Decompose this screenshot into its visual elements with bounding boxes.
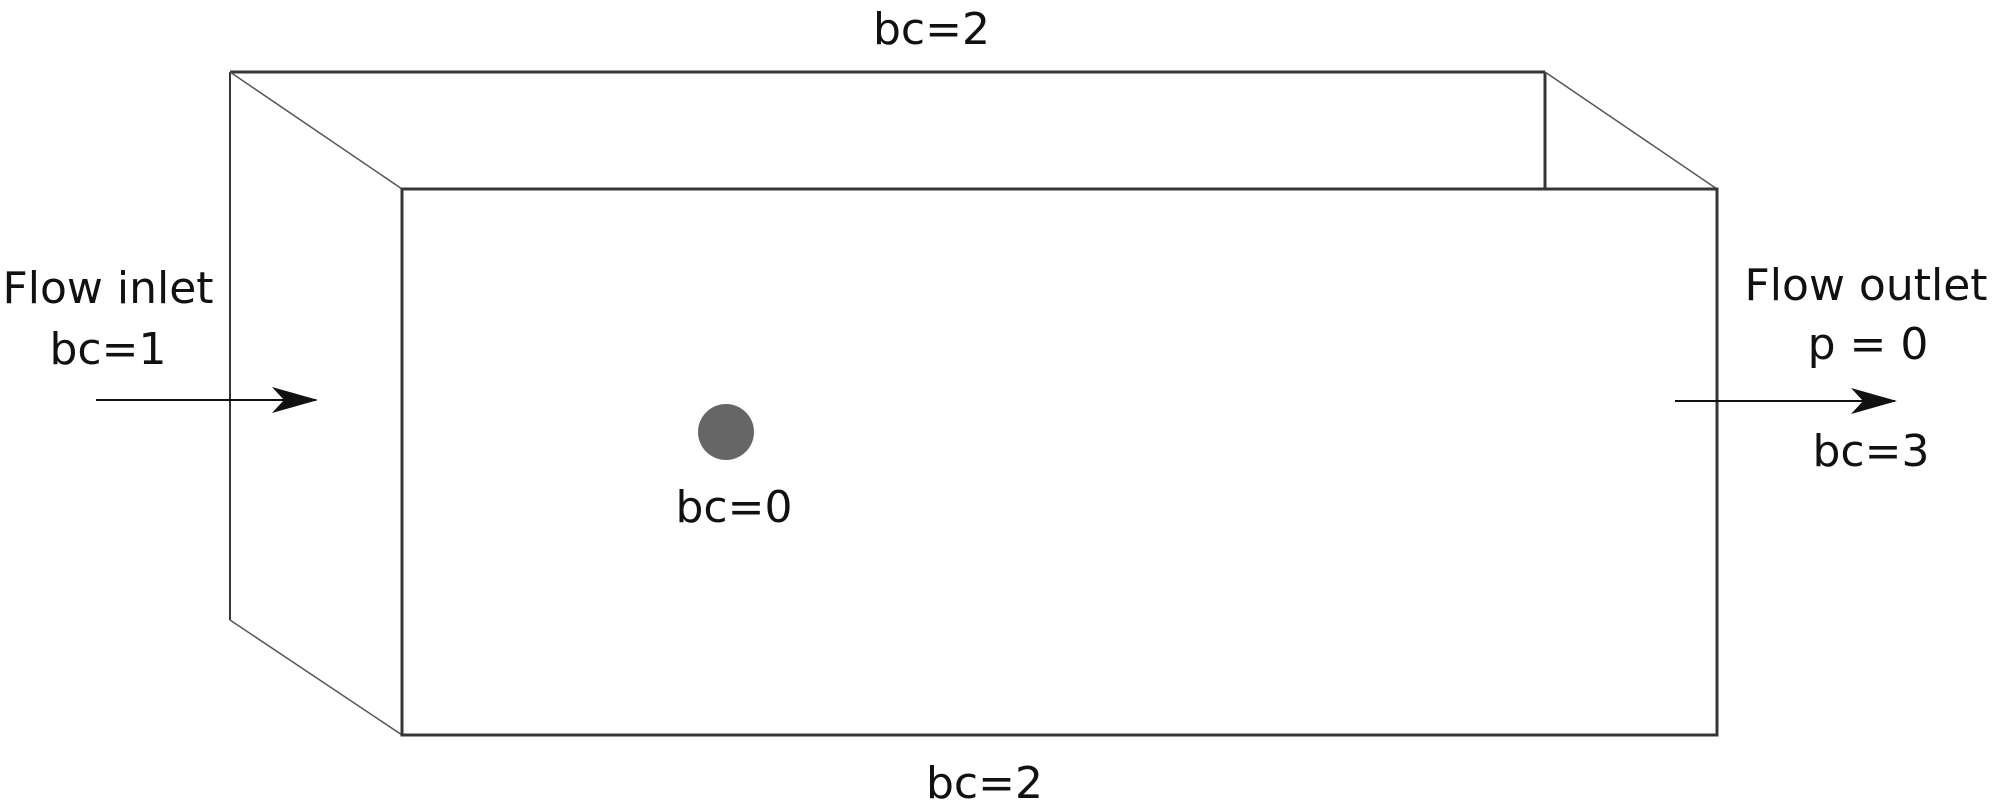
obstacle-circle xyxy=(698,404,754,460)
inlet-bc-label: bc=1 xyxy=(49,324,167,375)
top-wall-label: bc=2 xyxy=(873,4,990,55)
depth-edge-bottom-left xyxy=(229,619,403,736)
outlet-bc-label: bc=3 xyxy=(1812,426,1930,477)
obstacle-bc-label: bc=0 xyxy=(675,482,793,533)
outlet-title-label: Flow outlet xyxy=(1744,260,1988,311)
front-face xyxy=(400,187,1719,737)
depth-edge-top-right xyxy=(1544,71,1718,190)
depth-edge-top-left xyxy=(229,71,403,190)
outlet-pressure-label: p = 0 xyxy=(1807,319,1929,370)
bottom-wall-label: bc=2 xyxy=(926,758,1043,809)
inlet-title-label: Flow inlet xyxy=(2,263,214,314)
